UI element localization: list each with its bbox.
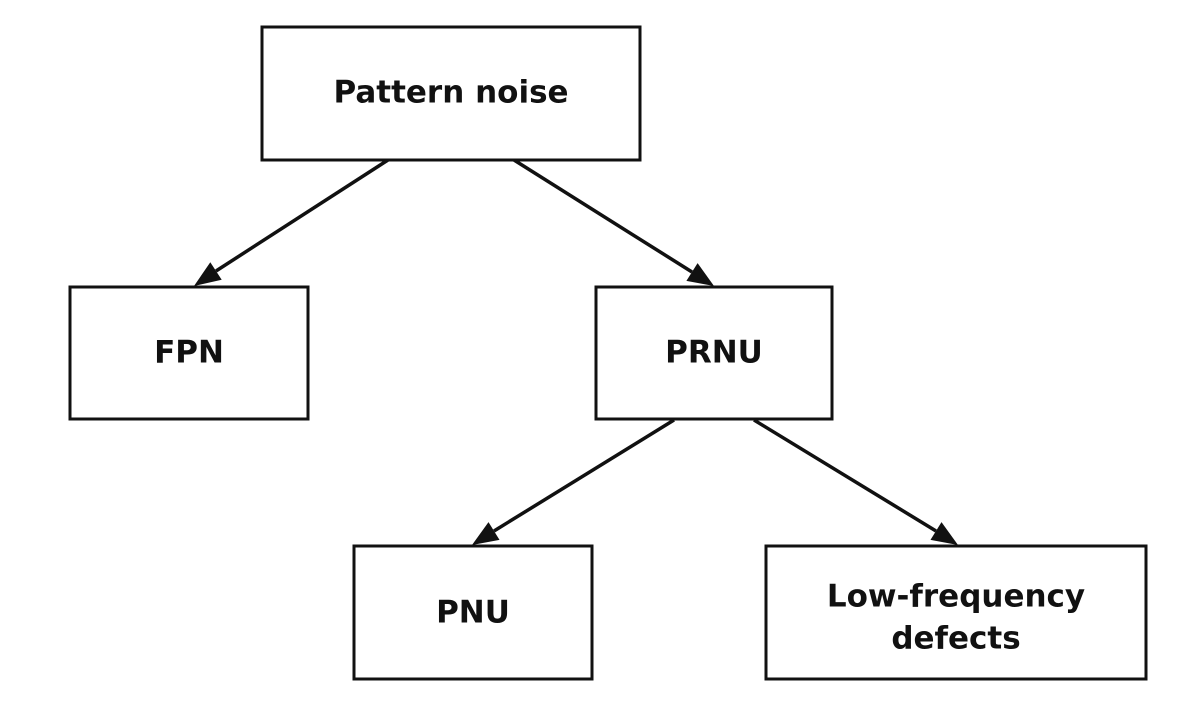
node-pattern-noise: Pattern noise — [260, 25, 642, 162]
node-fpn: FPN — [68, 285, 310, 421]
arrowhead-icon — [686, 263, 714, 286]
edge-line — [753, 418, 937, 533]
arrowhead-icon — [194, 262, 222, 286]
node-box — [68, 285, 310, 421]
node-low-frequency-defects: Low-frequency defects — [764, 544, 1148, 681]
node-box — [764, 544, 1148, 681]
node-prnu: PRNU — [594, 285, 834, 421]
node-box — [260, 25, 642, 162]
node-label-prnu: PRNU — [665, 335, 763, 371]
node-box — [352, 544, 594, 681]
node-label-pnu: PNU — [436, 595, 510, 631]
node-pnu: PNU — [352, 544, 594, 681]
edge-line — [493, 418, 675, 533]
edge-pattern-noise-to-fpn — [194, 158, 389, 286]
edge-prnu-to-low-frequency-defects — [753, 418, 958, 545]
edge-line — [215, 158, 389, 273]
node-label-pattern-noise: Pattern noise — [333, 75, 568, 111]
node-label-defects: defects — [891, 621, 1020, 657]
node-label-fpn: FPN — [154, 335, 224, 371]
arrowhead-icon — [930, 522, 958, 545]
arrowhead-icon — [472, 522, 500, 545]
edge-prnu-to-pnu — [472, 418, 675, 545]
node-label-low-frequency: Low-frequency — [827, 579, 1085, 615]
edge-pattern-noise-to-prnu — [513, 158, 714, 286]
node-box — [594, 285, 834, 421]
edge-line — [513, 158, 693, 274]
